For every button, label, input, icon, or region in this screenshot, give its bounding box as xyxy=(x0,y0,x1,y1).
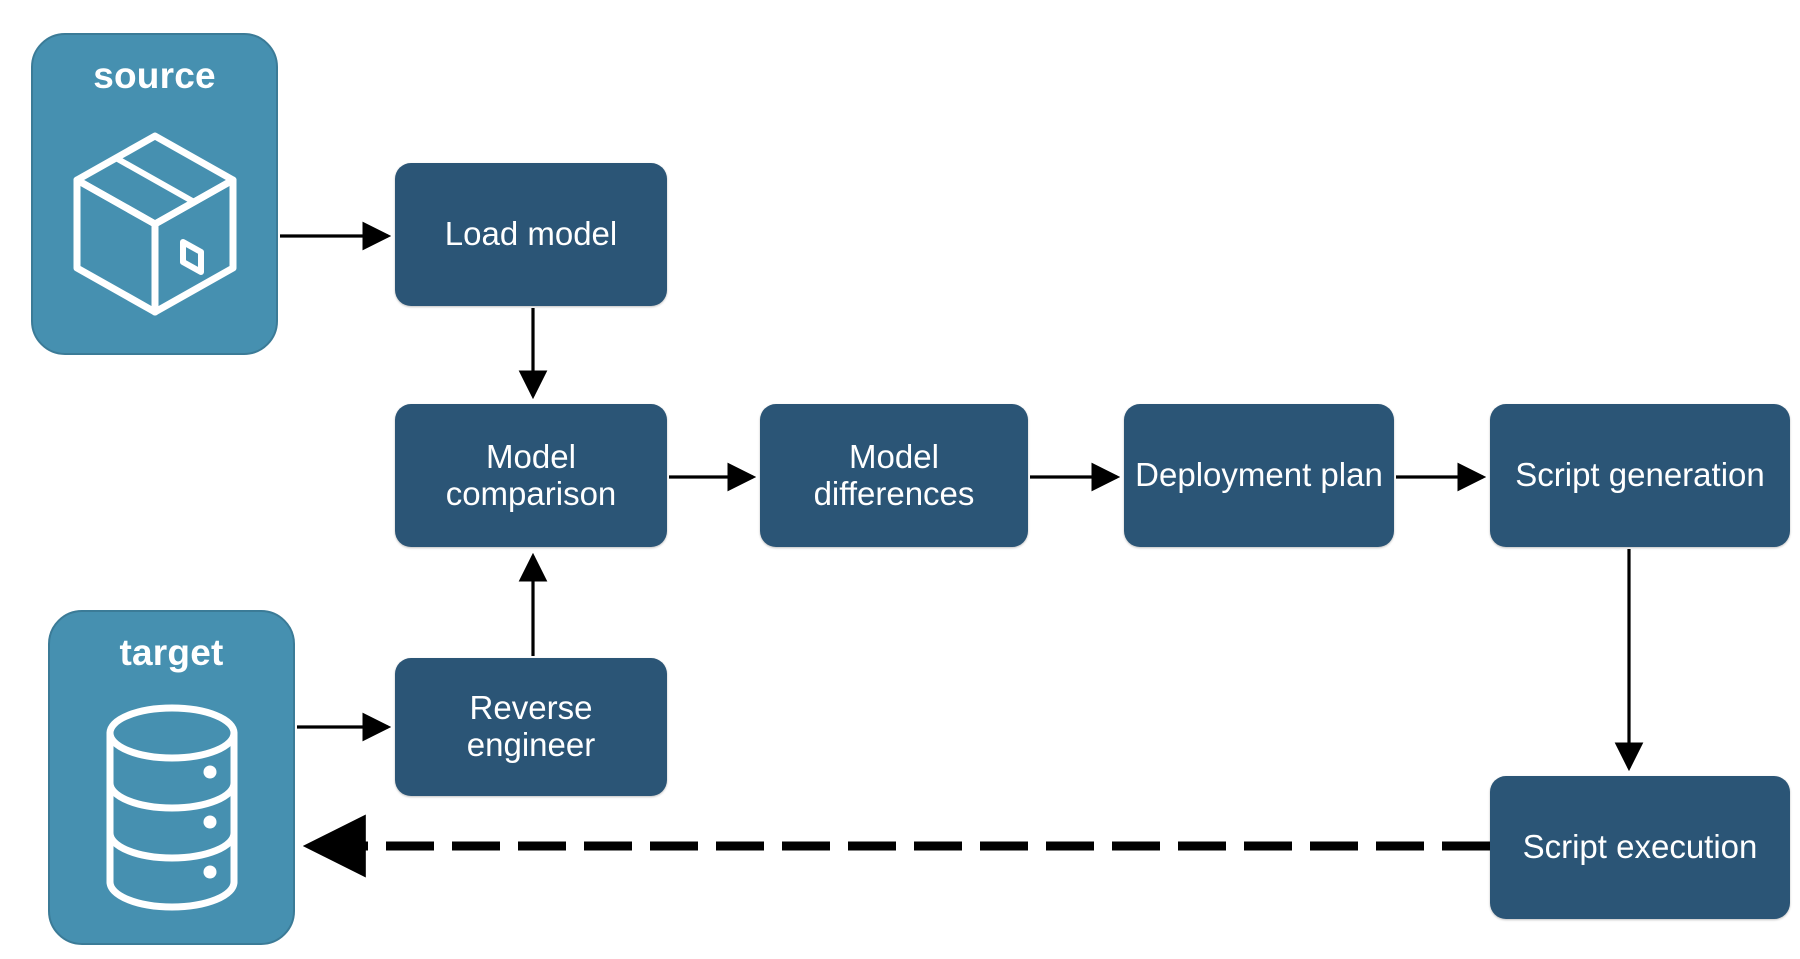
package-box-icon xyxy=(33,94,276,353)
node-script-generation-label: Script generation xyxy=(1515,456,1765,494)
database-cylinder-icon xyxy=(50,671,293,943)
node-reverse-engineer-label: Reverse engineer xyxy=(466,689,596,763)
node-deployment-plan-label: Deployment plan xyxy=(1135,456,1383,494)
node-model-comparison-label: Model comparison xyxy=(445,437,617,512)
node-script-generation[interactable]: Script generation xyxy=(1490,404,1790,547)
node-script-execution[interactable]: Script execution xyxy=(1490,776,1790,919)
node-reverse-engineer[interactable]: Reverse engineer xyxy=(395,658,667,796)
endpoint-source[interactable]: source xyxy=(31,33,278,355)
node-model-comparison[interactable]: Model comparison xyxy=(395,404,667,547)
node-model-differences-label: Model differences xyxy=(813,437,975,512)
node-deployment-plan[interactable]: Deployment plan xyxy=(1124,404,1394,547)
node-script-execution-label: Script execution xyxy=(1522,828,1758,866)
node-load-model[interactable]: Load model xyxy=(395,163,667,306)
endpoint-source-label: source xyxy=(93,55,216,96)
endpoint-target-label: target xyxy=(119,632,224,673)
node-load-model-label: Load model xyxy=(444,215,618,253)
node-model-differences[interactable]: Model differences xyxy=(760,404,1028,547)
endpoint-target[interactable]: target xyxy=(48,610,295,945)
